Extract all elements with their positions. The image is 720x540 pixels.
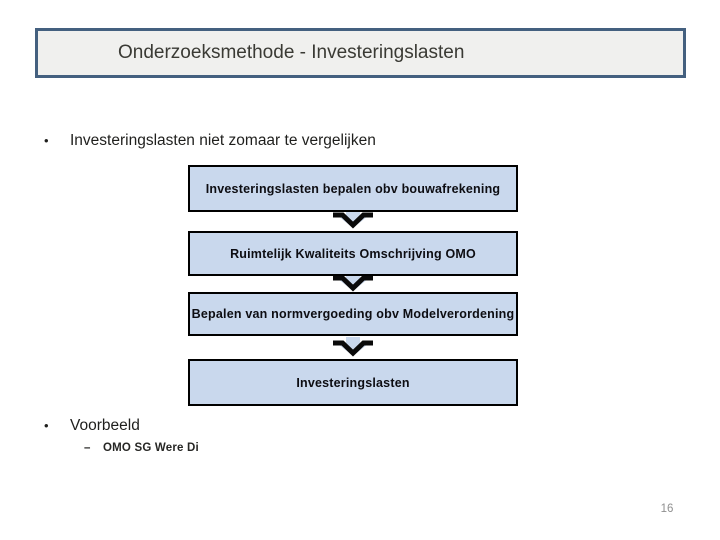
sub-bullet-marker: – (84, 442, 91, 454)
slide-title-bar: Onderzoeksmethode - Investeringslasten (35, 28, 686, 78)
flowchart-step-3: Bepalen van normvergoeding obv Modelvero… (188, 292, 518, 336)
flowchart-step-4-label: Investeringslasten (296, 375, 410, 390)
sub-bullet-text: OMO SG Were Di (103, 442, 199, 454)
down-arrow-icon (333, 272, 373, 292)
down-arrow-icon (333, 337, 373, 357)
flowchart-step-2-label: Ruimtelijk Kwaliteits Omschrijving OMO (230, 246, 476, 261)
flowchart-step-3-label: Bepalen van normvergoeding obv Modelvero… (191, 307, 515, 321)
flowchart-step-1: Investeringslasten bepalen obv bouwafrek… (188, 165, 518, 212)
bullet-marker: • (44, 418, 49, 433)
sub-bullet-item: – OMO SG Were Di (84, 441, 199, 456)
slide-title: Onderzoeksmethode - Investeringslasten (118, 42, 465, 63)
bullet-item-2: • Voorbeeld (44, 416, 140, 436)
bullet-item-1: • Investeringslasten niet zomaar te verg… (44, 131, 376, 151)
bullet-text: Voorbeeld (70, 417, 140, 434)
flowchart-step-1-label: Investeringslasten bepalen obv bouwafrek… (205, 181, 501, 196)
flowchart-step-4: Investeringslasten (188, 359, 518, 406)
flowchart-step-2: Ruimtelijk Kwaliteits Omschrijving OMO (188, 231, 518, 276)
bullet-marker: • (44, 133, 49, 148)
bullet-text: Investeringslasten niet zomaar te vergel… (70, 132, 376, 149)
page-number: 16 (660, 503, 674, 515)
down-arrow-icon (333, 209, 373, 229)
